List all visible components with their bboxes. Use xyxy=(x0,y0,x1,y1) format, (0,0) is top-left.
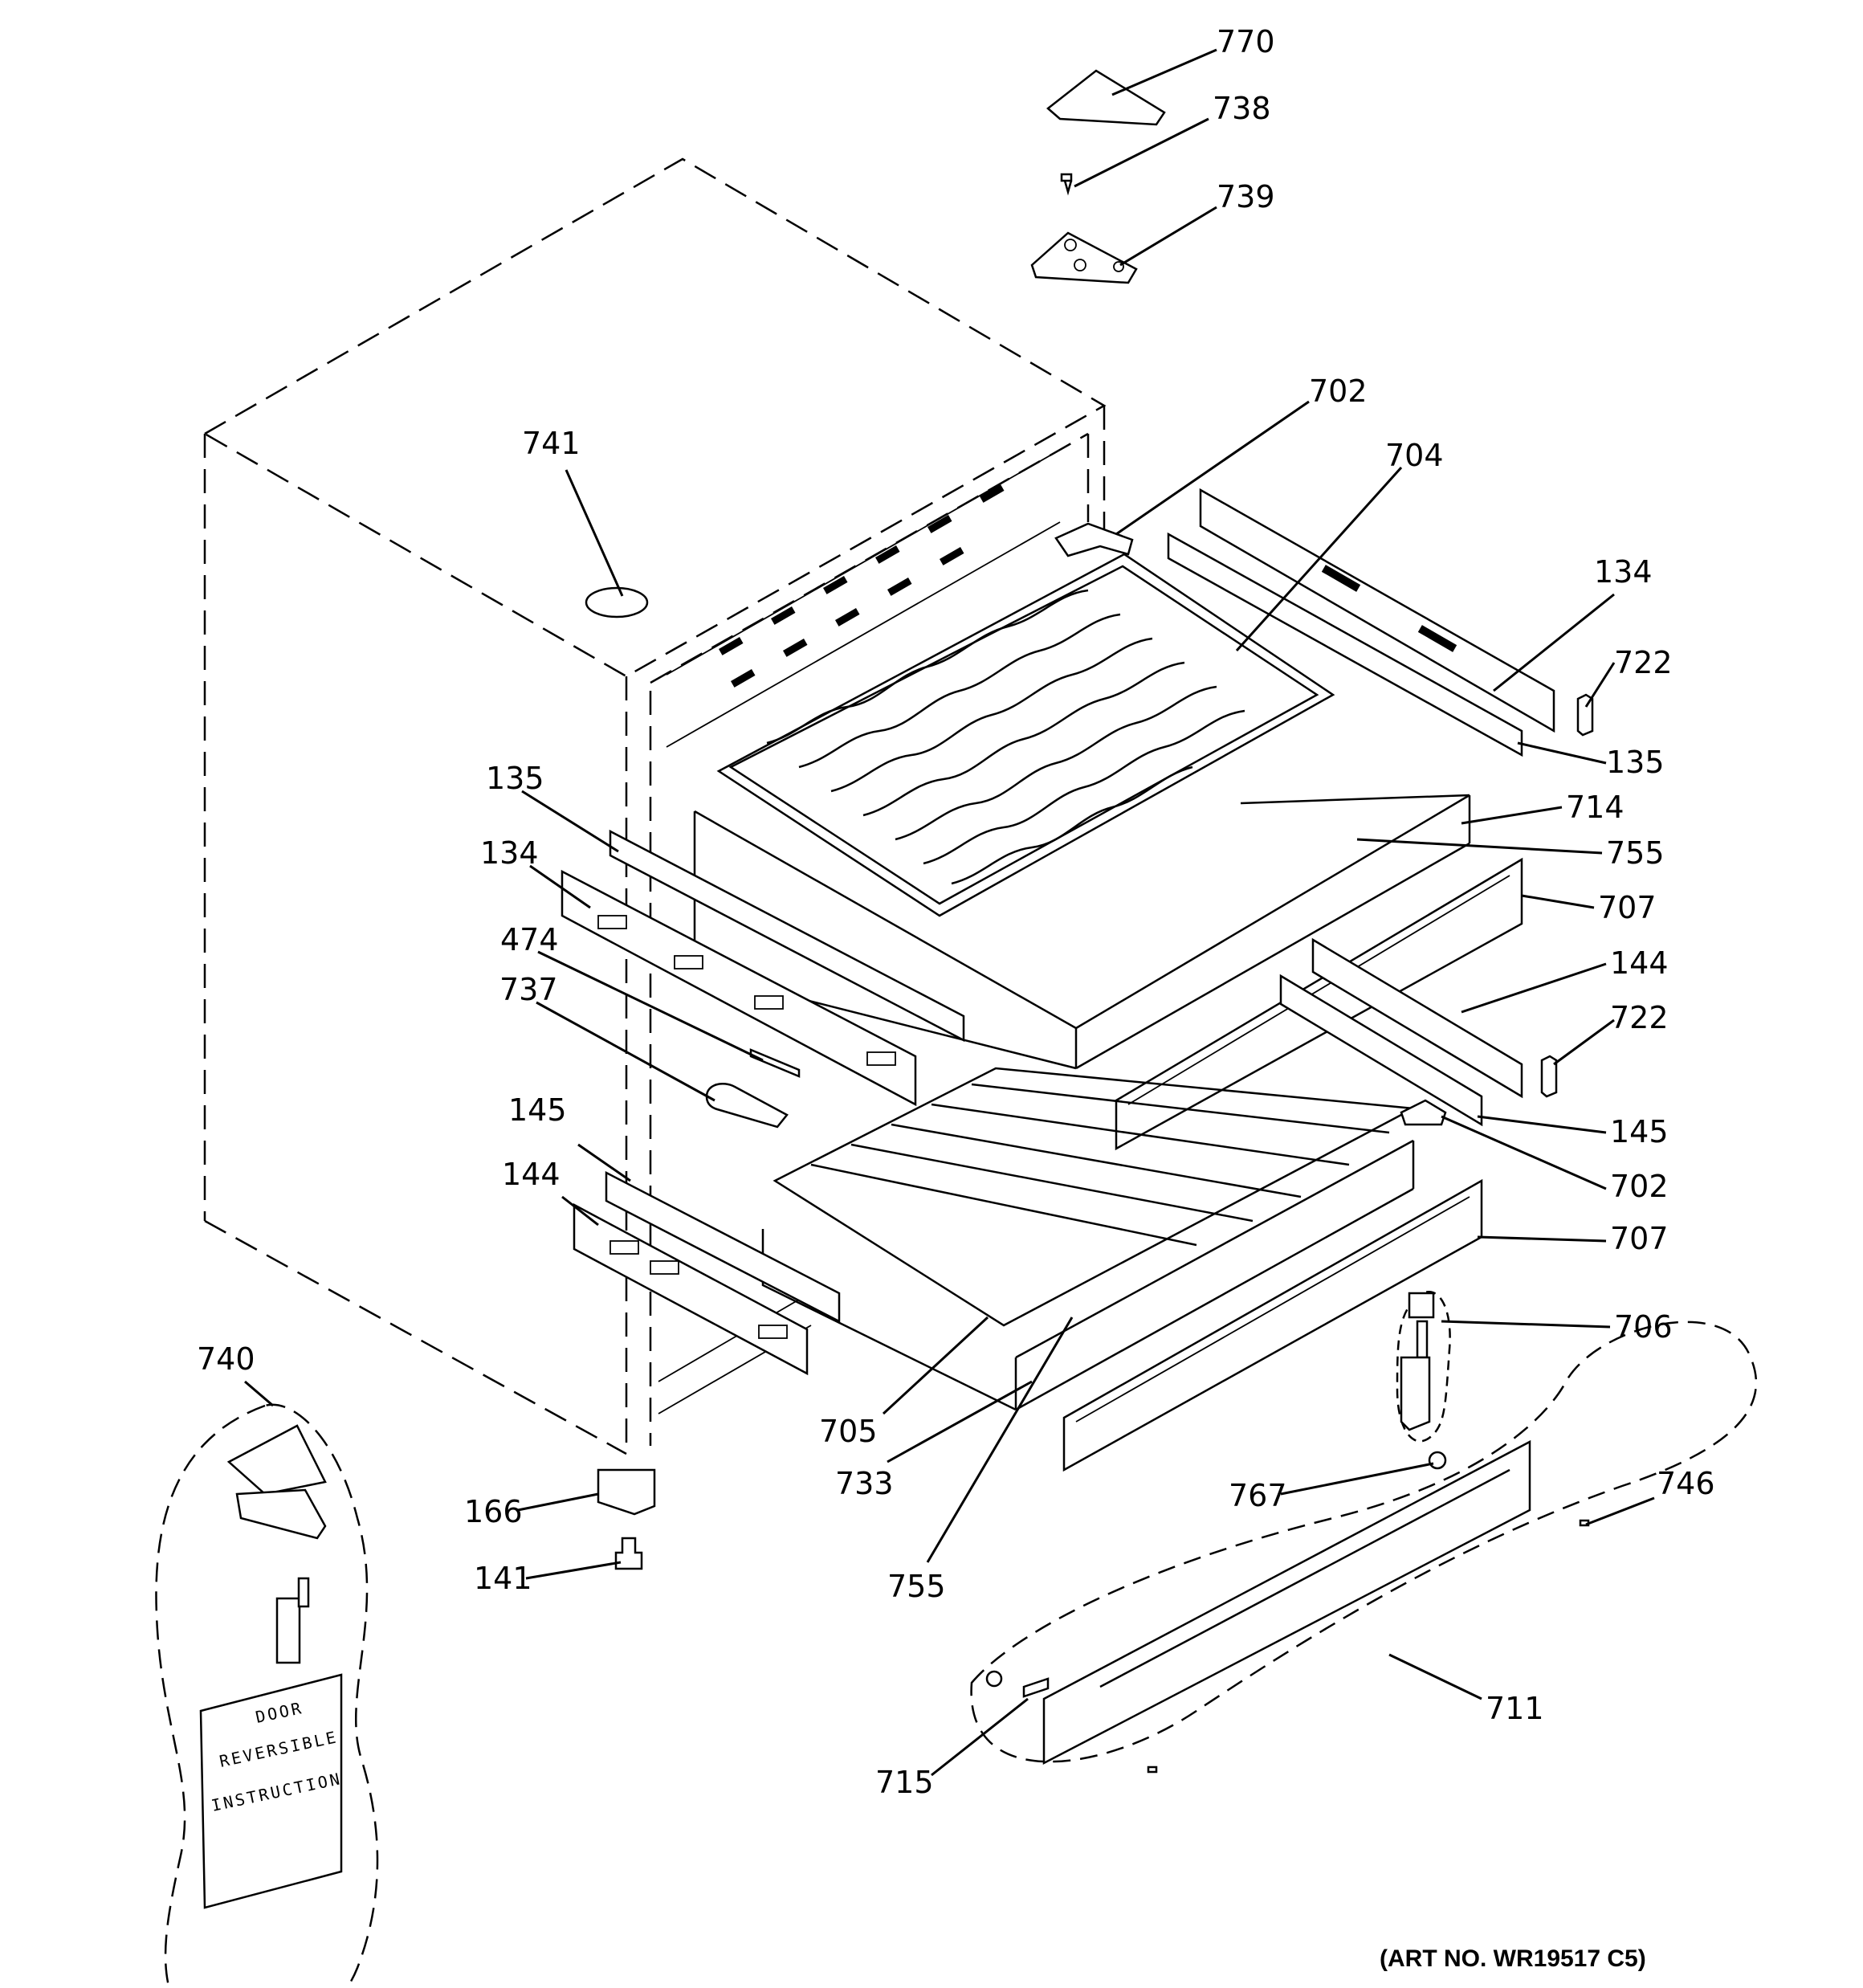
part-474 xyxy=(749,1048,801,1078)
callout-706: 706 xyxy=(1614,1309,1673,1345)
hinge-plate-739 xyxy=(1030,231,1138,284)
callout-702-top: 702 xyxy=(1309,374,1368,409)
door-reversal-kit-740: DOOR REVERSIBLE INSTRUCTION xyxy=(155,1403,379,1988)
bracket-702-top xyxy=(1054,522,1134,557)
callout-707-lower: 707 xyxy=(1610,1221,1669,1256)
callout-722-lower: 722 xyxy=(1610,1000,1669,1035)
clip-722-lower xyxy=(1540,1055,1558,1098)
top-badge-741 xyxy=(585,586,649,618)
hinge-cover-770 xyxy=(1046,69,1166,126)
leveling-leg-141 xyxy=(614,1537,643,1570)
leader-lines xyxy=(244,48,1655,1777)
screw-738 xyxy=(1060,173,1073,196)
bracket-702-lower xyxy=(1400,1099,1447,1126)
callout-737: 737 xyxy=(499,972,558,1007)
kick-plate-711 xyxy=(970,1321,1758,1766)
screw-711 xyxy=(1147,1766,1158,1774)
rail-144-145-left-lower xyxy=(573,1170,841,1376)
callout-141: 141 xyxy=(474,1561,532,1596)
rail-134-135-left-upper xyxy=(561,829,965,1107)
callout-145-left: 145 xyxy=(508,1092,567,1128)
callout-746: 746 xyxy=(1657,1466,1715,1501)
clip-715 xyxy=(1022,1677,1050,1698)
callout-741: 741 xyxy=(522,426,581,461)
callout-740: 740 xyxy=(197,1341,255,1377)
callout-134-left: 134 xyxy=(480,835,539,871)
callout-738: 738 xyxy=(1213,91,1271,126)
callout-135-right: 135 xyxy=(1606,745,1665,780)
callout-704: 704 xyxy=(1385,438,1444,473)
callout-722-upper: 722 xyxy=(1614,645,1673,680)
callout-767: 767 xyxy=(1229,1478,1287,1513)
part-737 xyxy=(705,1083,789,1129)
screw-767 xyxy=(1428,1451,1447,1470)
callout-474: 474 xyxy=(500,922,559,957)
callout-755-upper: 755 xyxy=(1606,835,1665,871)
callout-739: 739 xyxy=(1217,179,1275,214)
callout-702-lower: 702 xyxy=(1610,1169,1669,1204)
rail-134-135-right-upper xyxy=(1167,488,1555,757)
callout-705: 705 xyxy=(819,1414,878,1449)
callout-714: 714 xyxy=(1566,790,1625,825)
callout-144-right: 144 xyxy=(1610,945,1669,981)
clip-722-upper xyxy=(1576,693,1594,737)
callout-144-left: 144 xyxy=(502,1157,561,1192)
callout-145-right: 145 xyxy=(1610,1114,1669,1149)
callout-707-upper: 707 xyxy=(1598,890,1657,925)
rail-144-145-right xyxy=(1279,937,1523,1127)
callout-135-left: 135 xyxy=(486,761,544,796)
callout-715: 715 xyxy=(875,1765,934,1800)
callout-755-lower: 755 xyxy=(887,1569,946,1604)
wine-rack-704 xyxy=(716,553,1335,917)
callout-166: 166 xyxy=(464,1494,523,1529)
hinge-assembly-706 xyxy=(1396,1291,1451,1443)
callout-711: 711 xyxy=(1486,1691,1544,1726)
instruction-sign xyxy=(199,1673,343,1909)
cabinet-back-vents xyxy=(658,449,1061,1414)
leveling-leg-bracket-166 xyxy=(597,1468,656,1516)
callout-labels: 770 738 739 741 702 704 134 722 135 135 … xyxy=(197,24,1715,1800)
art-number: (ART NO. WR19517 C5) xyxy=(1380,1945,1646,1972)
callout-770: 770 xyxy=(1217,24,1275,59)
callout-733: 733 xyxy=(835,1466,894,1501)
callout-134-right: 134 xyxy=(1594,554,1653,590)
